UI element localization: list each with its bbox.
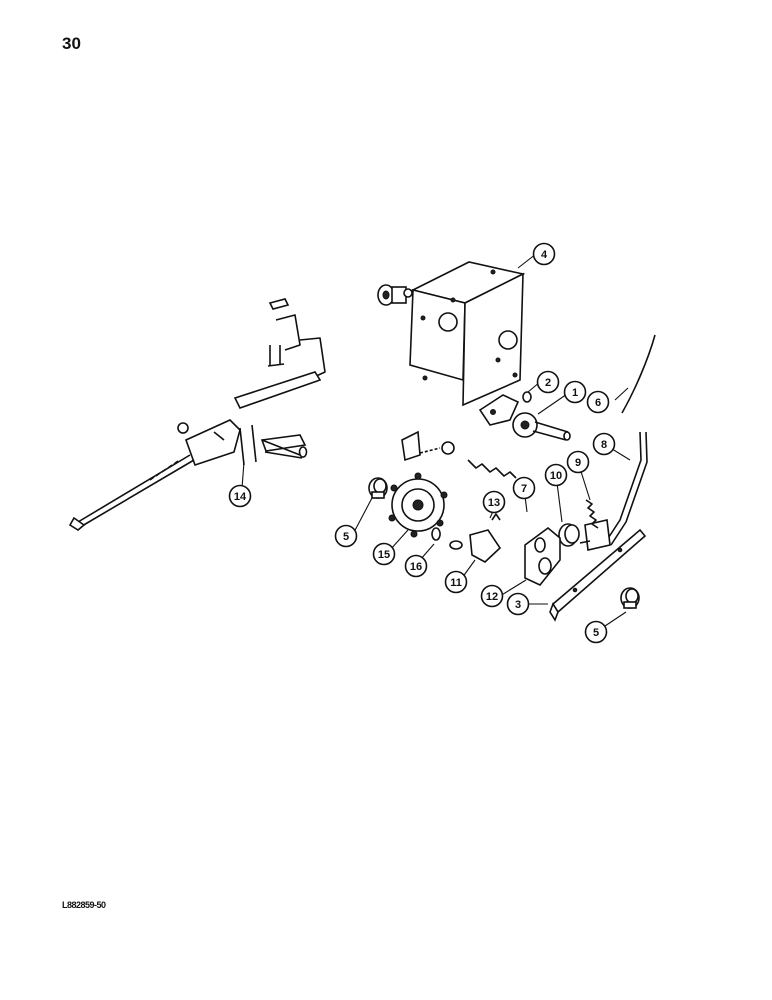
figure-code: L882859-50 <box>62 900 106 910</box>
callout-label: 10 <box>550 470 562 482</box>
callout-label: 6 <box>595 397 601 409</box>
callout-13: 13 <box>482 490 506 514</box>
callout-4: 4 <box>532 242 556 266</box>
callout-11: 11 <box>444 570 468 594</box>
callout-label: 13 <box>488 497 500 509</box>
bearing-right <box>620 587 640 609</box>
bearing-left <box>368 477 388 499</box>
callout-label: 15 <box>378 549 390 561</box>
cam-plate <box>524 526 561 586</box>
cam-parts <box>431 513 502 563</box>
callout-label: 4 <box>541 249 548 261</box>
callout-9: 9 <box>566 450 590 474</box>
callout-1: 1 <box>563 380 587 404</box>
callout-5a: 5 <box>334 524 358 548</box>
callout-8: 8 <box>592 432 616 456</box>
page-number: 30 <box>62 34 81 53</box>
callout-label: 8 <box>601 439 607 451</box>
callout-6: 6 <box>586 390 610 414</box>
leader-lines <box>241 253 631 633</box>
bearing-top <box>377 284 413 306</box>
callout-label: 9 <box>575 457 581 469</box>
callout-label: 1 <box>572 387 578 399</box>
left-linkage-assembly <box>68 298 326 531</box>
drive-chain <box>401 430 517 479</box>
callout-16: 16 <box>404 554 428 578</box>
bracket-and-sprocket <box>478 391 571 441</box>
callout-15: 15 <box>372 542 396 566</box>
support-bar <box>549 528 647 622</box>
callout-label: 3 <box>515 599 521 611</box>
callout-label: 5 <box>343 531 349 543</box>
callout-label: 16 <box>410 561 422 573</box>
callout-5b: 5 <box>584 620 608 644</box>
callout-label: 11 <box>450 577 462 589</box>
callout-14: 14 <box>228 484 252 508</box>
callout-label: 12 <box>486 591 498 603</box>
cable <box>621 334 656 414</box>
callout-2: 2 <box>536 370 560 394</box>
roller <box>558 523 580 547</box>
callout-12: 12 <box>480 584 504 608</box>
callout-3: 3 <box>506 592 530 616</box>
callout-label: 2 <box>545 377 551 389</box>
large-sprocket <box>388 472 448 538</box>
callout-label: 14 <box>234 491 247 503</box>
callout-label: 5 <box>593 627 599 639</box>
housing-plate <box>409 261 526 407</box>
spring <box>585 499 599 529</box>
shift-lever <box>579 431 648 551</box>
callout-label: 7 <box>521 483 527 495</box>
callout-10: 10 <box>544 463 568 487</box>
callout-7: 7 <box>512 476 536 500</box>
